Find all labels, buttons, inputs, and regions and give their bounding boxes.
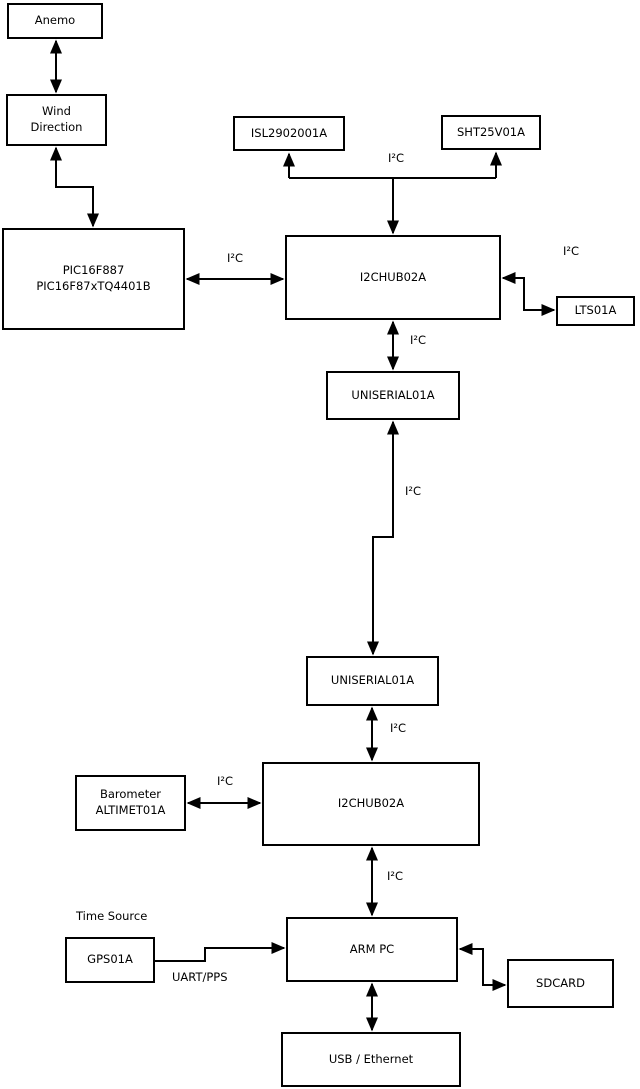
node-barometer-altimet01a-label: Barometer ALTIMET01A xyxy=(95,787,166,817)
edge-label-i2c-pic-hub1: I²C xyxy=(227,251,244,265)
node-pic16f887: PIC16F887 PIC16F87xTQ4401B xyxy=(2,228,185,330)
node-isl2902001a: ISL2902001A xyxy=(233,116,345,151)
node-anemo-label: Anemo xyxy=(34,13,76,28)
edge-label-i2c-hub1-lts: I²C xyxy=(563,244,580,258)
node-gps01a: GPS01A xyxy=(65,937,155,983)
node-uniserial01a-lower: UNISERIAL01A xyxy=(306,656,439,706)
node-wind-direction-label: Wind Direction xyxy=(30,104,83,134)
edge-label-i2c-long-link: I²C xyxy=(405,484,422,498)
node-sdcard-label: SDCARD xyxy=(536,975,585,990)
node-usb-ethernet: USB / Ethernet xyxy=(281,1032,461,1087)
edge-label-i2c-hub1-sensors: I²C xyxy=(388,151,405,165)
edge-label-i2c-uniserial2-hub2: I²C xyxy=(390,721,407,735)
node-i2chub02a-upper: I2CHUB02A xyxy=(285,235,501,320)
edge-uniserial1-uniserial2 xyxy=(367,420,399,656)
edge-label-uart-pps: UART/PPS xyxy=(172,970,228,984)
edge-armpc-sdcard xyxy=(458,943,507,991)
node-uniserial01a-upper: UNISERIAL01A xyxy=(326,371,460,420)
edge-gps-armpc-uart xyxy=(155,942,286,962)
node-uniserial01a-lower-label: UNISERIAL01A xyxy=(330,673,415,688)
node-i2chub02a-upper-label: I2CHUB02A xyxy=(359,269,427,284)
node-uniserial01a-upper-label: UNISERIAL01A xyxy=(351,387,435,402)
node-arm-pc-label: ARM PC xyxy=(349,941,395,956)
node-sht25v01a-label: SHT25V01A xyxy=(457,124,525,139)
node-anemo: Anemo xyxy=(7,3,103,39)
node-lts01a: LTS01A xyxy=(556,296,635,326)
node-arm-pc: ARM PC xyxy=(286,917,458,982)
edge-label-i2c-hub2-armpc: I²C xyxy=(387,869,404,883)
edge-wind-pic xyxy=(50,146,99,228)
edge-label-i2c-hub1-uniserial1: I²C xyxy=(410,333,427,347)
node-usb-ethernet-label: USB / Ethernet xyxy=(328,1051,414,1066)
node-barometer-altimet01a: Barometer ALTIMET01A xyxy=(75,775,186,831)
node-wind-direction: Wind Direction xyxy=(6,94,107,146)
node-lts01a-label: LTS01A xyxy=(574,303,617,318)
node-pic16f887-label: PIC16F887 PIC16F87xTQ4401B xyxy=(36,263,151,293)
edge-hub1-lts xyxy=(501,272,556,316)
node-i2chub02a-lower-label: I2CHUB02A xyxy=(337,796,405,811)
node-i2chub02a-lower: I2CHUB02A xyxy=(262,762,480,846)
edge-label-i2c-barometer-hub2: I²C xyxy=(217,774,234,788)
node-sht25v01a: SHT25V01A xyxy=(441,115,541,150)
label-time-source: Time Source xyxy=(76,909,148,923)
node-isl2902001a-label: ISL2902001A xyxy=(250,125,328,140)
node-sdcard: SDCARD xyxy=(507,959,614,1008)
node-gps01a-label: GPS01A xyxy=(87,952,133,967)
